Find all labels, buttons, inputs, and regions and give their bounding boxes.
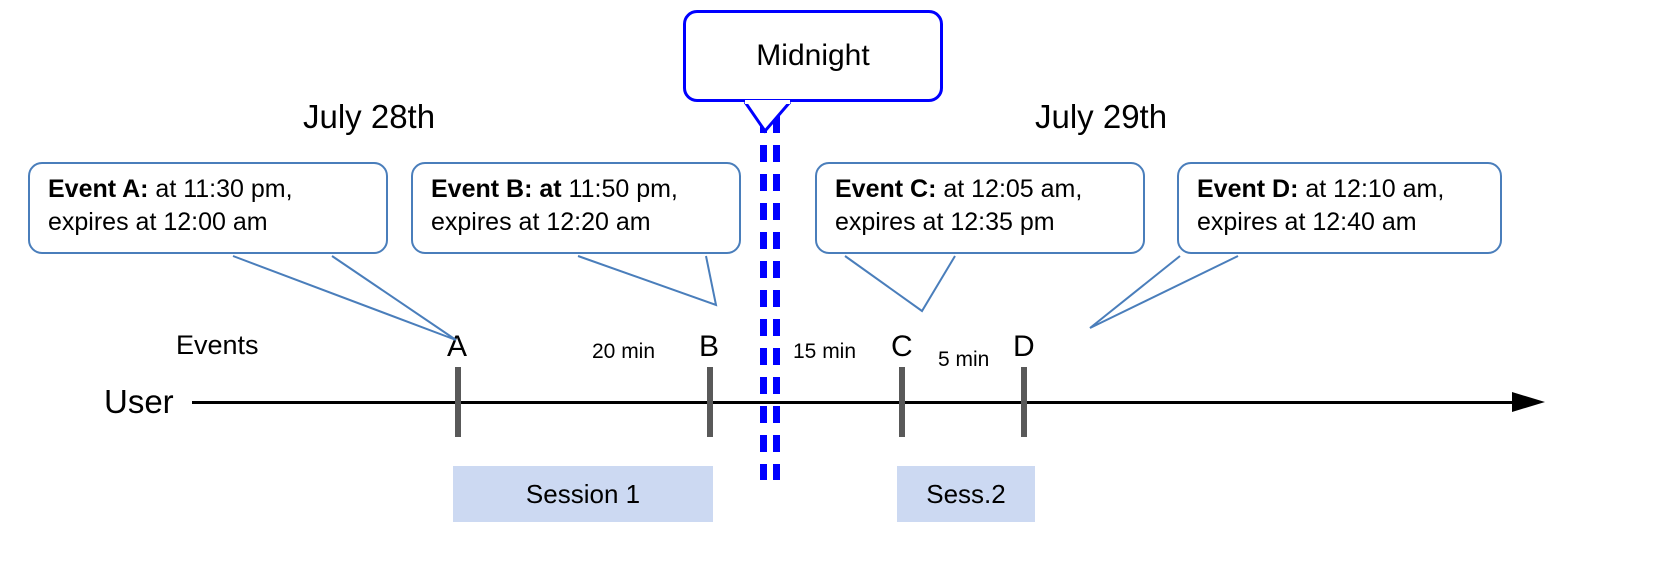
tick-label-c: C bbox=[891, 330, 913, 363]
tick-b bbox=[707, 367, 713, 437]
lane-label-events: Events bbox=[176, 330, 259, 360]
interval-label-bc: 15 min bbox=[793, 340, 857, 363]
callout-event-c-lead: Event C: bbox=[835, 175, 937, 203]
tick-label-d: D bbox=[1013, 330, 1035, 363]
callout-event-a-line2: expires at 12:00 am bbox=[48, 207, 268, 236]
session-block-1: Session 1 bbox=[453, 466, 713, 522]
midnight-divider bbox=[760, 116, 780, 480]
tick-c bbox=[899, 367, 905, 437]
session-block-1-label: Session 1 bbox=[525, 478, 641, 509]
callout-event-b-line2: expires at 12:20 am bbox=[431, 207, 651, 236]
callout-event-b: Event B: at 11:50 pm, expires at 12:20 a… bbox=[411, 162, 741, 254]
midnight-divider-stripe-left bbox=[760, 116, 767, 480]
date-heading-july-28: July 28th bbox=[303, 98, 436, 135]
session-block-2: Sess.2 bbox=[897, 466, 1035, 522]
lane-label-user: User bbox=[104, 383, 174, 420]
callout-event-d-line1-rest: at 12:10 am, bbox=[1298, 175, 1445, 203]
leader-event-d bbox=[1089, 255, 1239, 329]
timeline-axis bbox=[192, 401, 1512, 404]
callout-event-c: Event C: at 12:05 am, expires at 12:35 p… bbox=[815, 162, 1145, 254]
midnight-callout-tail bbox=[743, 101, 792, 134]
callout-event-a-lead: Event A: bbox=[48, 175, 149, 203]
leader-event-c bbox=[844, 255, 956, 313]
callout-event-a: Event A: at 11:30 pm, expires at 12:00 a… bbox=[28, 162, 388, 254]
callout-event-b-line1-rest: 11:50 pm, bbox=[561, 175, 678, 203]
midnight-divider-stripe-right bbox=[773, 116, 780, 480]
callout-event-d-line2: expires at 12:40 am bbox=[1197, 207, 1417, 236]
interval-label-ab: 20 min bbox=[592, 340, 656, 363]
tick-d bbox=[1021, 367, 1027, 437]
tick-label-a: A bbox=[447, 330, 468, 363]
midnight-callout: Midnight bbox=[683, 10, 943, 102]
tick-label-b: B bbox=[699, 330, 720, 363]
callout-event-d: Event D: at 12:10 am, expires at 12:40 a… bbox=[1177, 162, 1502, 254]
midnight-callout-label: Midnight bbox=[756, 39, 870, 72]
callout-event-a-line1-rest: at 11:30 pm, bbox=[148, 175, 293, 203]
callout-event-c-line2: expires at 12:35 pm bbox=[835, 207, 1055, 236]
callout-event-c-line1-rest: at 12:05 am, bbox=[936, 175, 1083, 203]
date-heading-july-29: July 29th bbox=[1035, 98, 1168, 135]
session-block-2-label: Sess.2 bbox=[926, 478, 1006, 509]
tick-a bbox=[455, 367, 461, 437]
callout-event-b-lead: Event B: at bbox=[431, 175, 562, 203]
callout-event-d-lead: Event D: bbox=[1197, 175, 1299, 203]
timeline-arrowhead bbox=[1512, 392, 1545, 412]
interval-label-cd: 5 min bbox=[938, 348, 990, 371]
leader-event-a bbox=[232, 255, 457, 341]
leader-event-b bbox=[577, 255, 718, 307]
